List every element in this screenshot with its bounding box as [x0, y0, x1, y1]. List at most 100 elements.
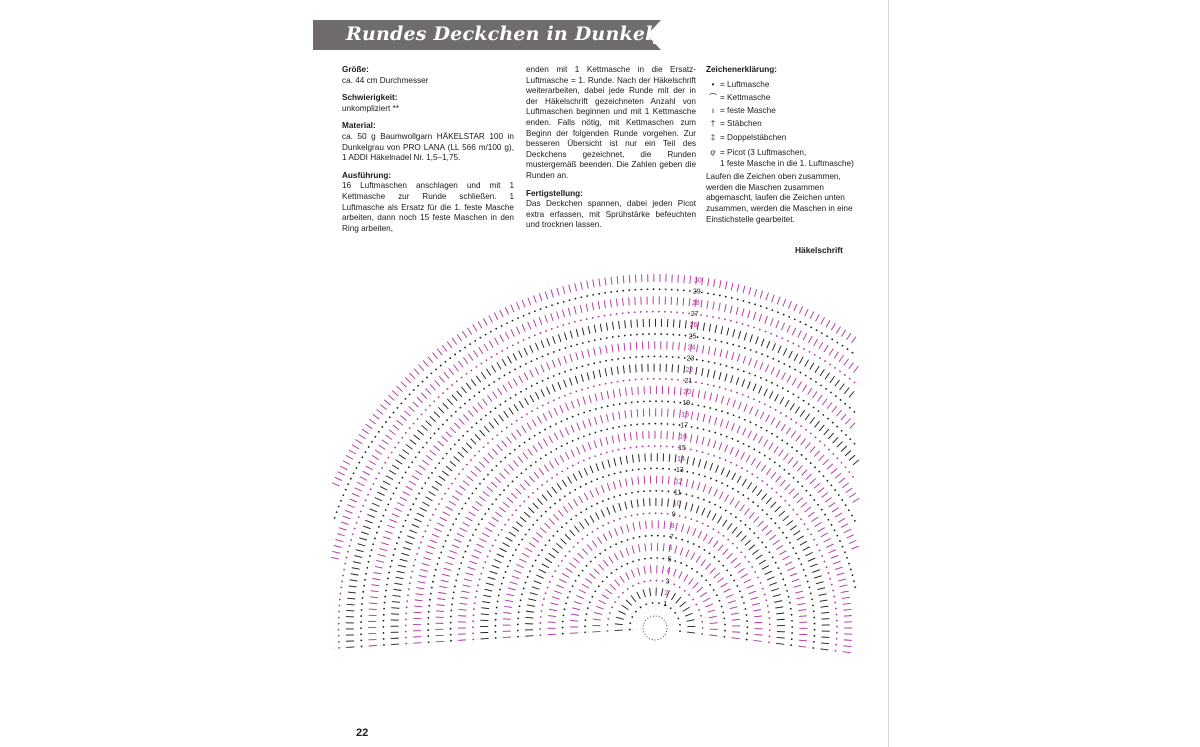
chain-mark	[455, 579, 458, 582]
legend-label: = feste Masche	[720, 105, 776, 115]
stitch-mark	[736, 353, 741, 362]
round-number: 25	[689, 333, 697, 340]
chain-mark	[760, 426, 763, 429]
stitch-mark	[791, 327, 797, 336]
stitch-mark	[814, 521, 822, 528]
chain-mark	[598, 384, 601, 386]
chain-mark	[520, 390, 522, 393]
chain-mark	[402, 525, 405, 528]
chain-mark	[365, 572, 367, 575]
chain-mark	[729, 319, 732, 322]
stitch-mark	[459, 602, 468, 605]
chain-mark	[712, 316, 714, 318]
chain-mark	[625, 492, 627, 495]
chain-mark	[521, 538, 524, 541]
stitch-mark	[593, 324, 597, 333]
stitch-mark	[521, 299, 526, 308]
chain-mark	[645, 310, 648, 313]
stitch-mark	[511, 575, 520, 580]
stitch-mark	[842, 482, 849, 489]
chain-mark	[520, 416, 523, 419]
chain-mark	[405, 618, 407, 621]
chain-mark	[655, 579, 658, 582]
stitch-mark	[404, 410, 411, 417]
stitch-mark	[736, 425, 741, 434]
chain-mark	[337, 505, 340, 508]
chain-mark	[763, 593, 766, 596]
stitch-mark	[594, 612, 603, 615]
stitch-mark	[551, 596, 560, 600]
chain-mark	[444, 492, 446, 495]
stitch-mark	[412, 401, 419, 408]
chain-mark	[701, 382, 703, 385]
chain-mark	[532, 492, 534, 494]
chain-mark	[841, 344, 844, 347]
stitch-mark	[817, 527, 825, 533]
stitch-mark	[513, 569, 522, 574]
stitch-mark	[507, 355, 512, 364]
chain-mark	[786, 339, 789, 342]
stitch-mark	[684, 433, 687, 442]
chain-mark	[670, 311, 672, 313]
chain-mark	[770, 381, 773, 384]
chain-mark	[516, 629, 519, 632]
chain-mark	[793, 318, 796, 321]
chain-mark	[442, 392, 444, 394]
stitch-mark	[735, 377, 740, 385]
chain-mark	[791, 619, 793, 622]
stitch-mark	[583, 467, 588, 476]
chain-mark	[461, 507, 464, 510]
stitch-mark	[636, 499, 639, 508]
chain-mark	[484, 561, 487, 564]
chain-mark	[454, 353, 457, 356]
chain-mark	[758, 400, 761, 403]
chain-mark	[703, 405, 706, 408]
legend-heading: Zeichenerklärung:	[706, 65, 777, 74]
chain-mark	[518, 605, 521, 608]
stitch-mark	[692, 582, 699, 589]
stitch-mark	[765, 414, 770, 423]
stitch-mark	[396, 419, 404, 426]
stitch-mark	[352, 561, 361, 564]
chain-mark	[430, 586, 433, 589]
stitch-mark	[527, 297, 532, 306]
stitch-mark	[402, 449, 410, 455]
chain-mark	[700, 575, 703, 577]
stitch-mark	[631, 569, 635, 578]
stitch-mark	[812, 391, 818, 399]
stitch-mark	[569, 330, 573, 339]
chain-mark	[547, 377, 550, 380]
chain-mark	[566, 596, 569, 599]
chain-mark	[511, 344, 514, 347]
stitch-mark	[713, 572, 721, 579]
chain-mark	[484, 513, 487, 515]
chain-mark	[613, 496, 616, 498]
stitch-mark	[843, 645, 852, 648]
stitch-mark	[528, 598, 537, 602]
chain-mark	[741, 596, 743, 599]
chain-mark	[834, 366, 837, 369]
stitch-mark	[543, 438, 548, 446]
stitch-mark	[509, 581, 518, 585]
chain-mark	[804, 574, 807, 577]
chain-mark	[590, 480, 593, 483]
chain-mark	[528, 528, 531, 531]
stitch-mark	[516, 563, 524, 569]
chain-mark	[834, 489, 837, 492]
stitch-mark	[807, 511, 815, 518]
chain-mark	[835, 619, 838, 622]
chain-mark	[615, 568, 618, 571]
stitch-mark	[562, 573, 570, 578]
stitch-mark	[479, 538, 487, 543]
stitch-mark	[679, 319, 681, 328]
stitch-mark	[472, 324, 478, 332]
chain-mark	[690, 518, 693, 521]
stitch-mark	[427, 545, 436, 549]
chain-mark	[830, 583, 833, 586]
chain-mark	[517, 341, 520, 344]
chain-mark	[677, 378, 679, 381]
chain-mark	[719, 506, 722, 509]
stitch-mark	[574, 283, 577, 292]
chain-mark	[518, 543, 520, 546]
stitch-mark	[624, 320, 626, 329]
